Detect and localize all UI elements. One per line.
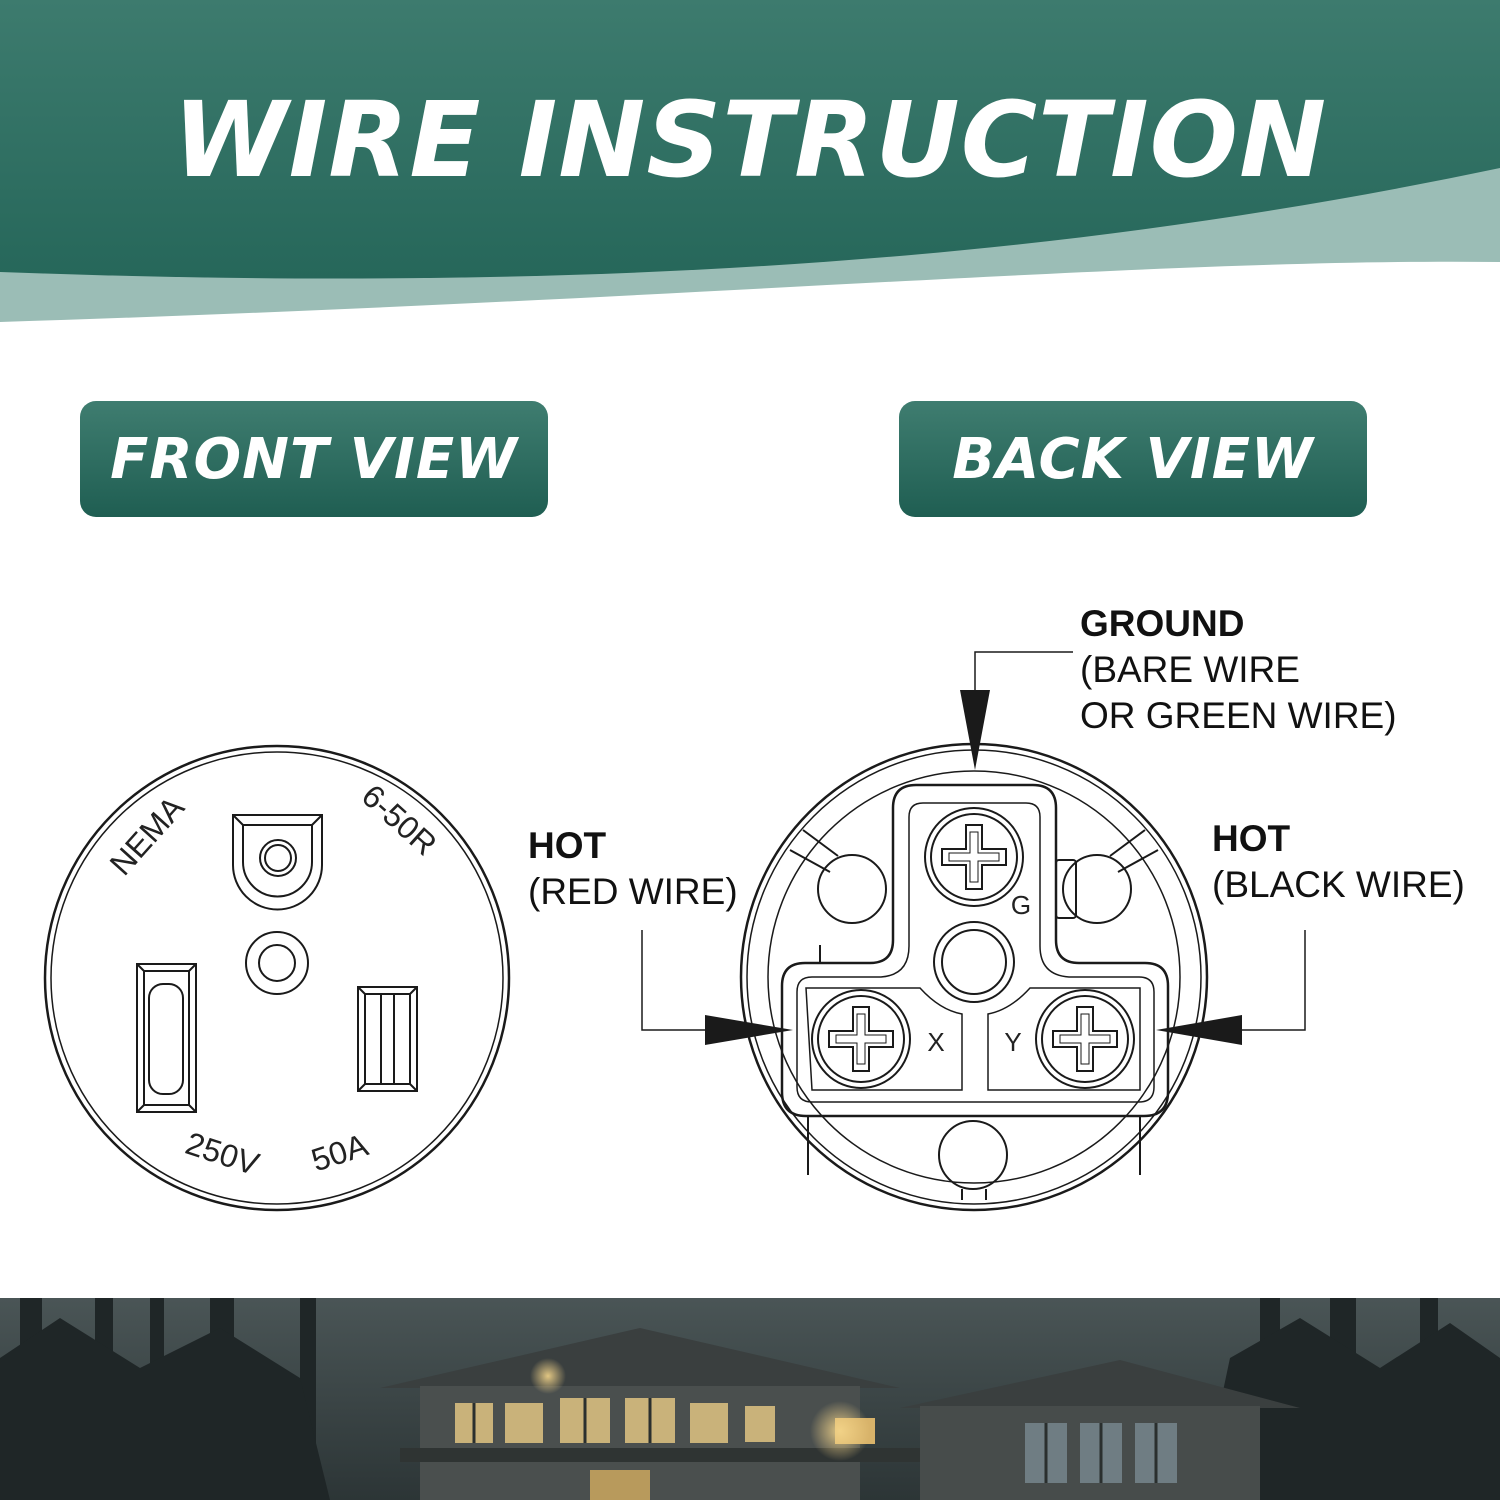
header-banner: WIRE INSTRUCTION: [0, 0, 1500, 330]
ground-callout-line1: (BARE WIRE: [1080, 649, 1300, 690]
center-hole: [245, 931, 309, 995]
ground-pointer-arrow: [960, 651, 1073, 770]
back-view-badge: BACK VIEW: [899, 401, 1367, 517]
front-receptacle-face: NEMA 6-50R 250V 50A: [43, 744, 511, 1212]
voltage-text: 250V: [181, 1125, 264, 1183]
back-receptacle: G X Y: [641, 651, 1306, 1212]
x-terminal-letter: X: [927, 1027, 944, 1057]
y-terminal-letter: Y: [1004, 1027, 1021, 1057]
front-view-label: FRONT VIEW: [110, 426, 518, 492]
right-blade-slot: [357, 986, 418, 1092]
bottom-mount-hole: [938, 1120, 1008, 1190]
hot-black-callout: HOT (BLACK WIRE): [1212, 816, 1465, 908]
hot-black-callout-line1: (BLACK WIRE): [1212, 864, 1465, 905]
nema-text: NEMA: [103, 789, 192, 882]
y-terminal-screw: [1035, 989, 1135, 1089]
header-wave-background: [0, 0, 1500, 330]
left-blade-slot: [136, 963, 197, 1113]
left-mount-hole: [817, 854, 887, 924]
hot-red-callout-line1: (RED WIRE): [528, 871, 738, 912]
ground-slot: [232, 814, 323, 911]
ground-callout-title: GROUND: [1080, 603, 1245, 644]
hot-red-callout: HOT (RED WIRE): [528, 823, 738, 915]
center-neutral-hole: [933, 921, 1015, 1003]
house-photo: [0, 1298, 1500, 1500]
back-view-label: BACK VIEW: [952, 426, 1314, 492]
ground-terminal-letter: G: [1011, 890, 1031, 920]
hot-black-callout-title: HOT: [1212, 818, 1291, 859]
hot-right-pointer-arrow: [1156, 930, 1306, 1045]
right-mount-hole: [1062, 854, 1132, 924]
page-title: WIRE INSTRUCTION: [172, 79, 1328, 201]
amperage-text: 50A: [307, 1126, 373, 1178]
ground-callout: GROUND (BARE WIRE OR GREEN WIRE): [1080, 601, 1397, 739]
wiring-diagram: NEMA 6-50R 250V 50A: [43, 651, 1306, 1212]
front-view-badge: FRONT VIEW: [80, 401, 548, 517]
hot-red-callout-title: HOT: [528, 825, 607, 866]
hot-left-pointer-arrow: [641, 930, 793, 1045]
x-terminal-screw: [811, 989, 911, 1089]
ground-callout-line2: OR GREEN WIRE): [1080, 695, 1397, 736]
ground-screw: [924, 807, 1024, 907]
model-text: 6-50R: [355, 777, 444, 862]
